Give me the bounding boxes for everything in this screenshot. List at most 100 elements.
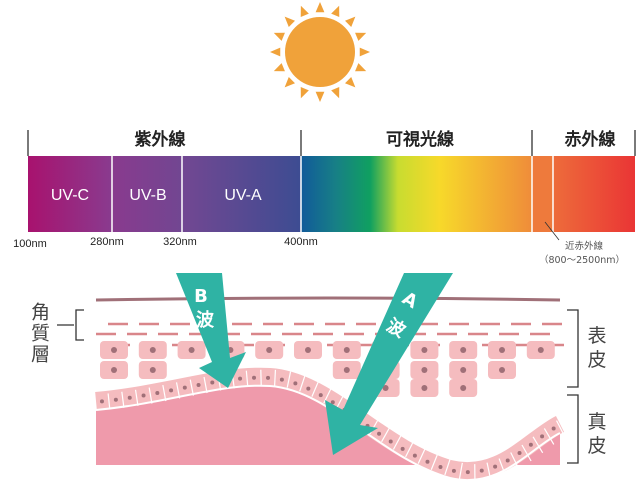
- basal-cell-nucleus: [412, 453, 417, 458]
- cell-nucleus: [421, 385, 428, 391]
- basal-cell-border: [162, 384, 167, 402]
- basal-cell-nucleus: [505, 458, 510, 463]
- skin-cross-section: [95, 296, 566, 481]
- sun-ray: [284, 16, 295, 27]
- uv-header: 紫外線: [135, 129, 186, 150]
- cell-nucleus: [460, 347, 467, 353]
- basal-cell-border: [189, 379, 194, 396]
- basal-cell-nucleus: [388, 439, 393, 444]
- sun-ray: [284, 77, 295, 88]
- basal-cell-nucleus: [182, 385, 187, 390]
- cell-nucleus: [537, 347, 544, 353]
- uva-arrow: A 波: [325, 273, 453, 455]
- basal-cell-nucleus: [127, 395, 132, 400]
- sun-ray: [273, 32, 285, 41]
- sun-ray: [273, 63, 285, 72]
- sun-ray: [315, 91, 325, 102]
- basal-cell-nucleus: [196, 382, 201, 387]
- sun-ray: [359, 47, 370, 57]
- basal-cell-nucleus: [528, 442, 533, 447]
- sun-ray: [315, 2, 325, 13]
- basal-cell-border: [521, 444, 532, 462]
- basal-cell-nucleus: [210, 380, 215, 385]
- sun-icon: [270, 2, 370, 102]
- cell-nucleus: [111, 367, 117, 373]
- near-ir-range: （800〜2500nm）: [539, 254, 625, 266]
- uva-label: UV-A: [224, 187, 262, 204]
- basal-cell-border: [510, 452, 520, 469]
- sun-ray: [331, 87, 340, 99]
- basal-cell-border: [498, 458, 506, 475]
- basal-cell-nucleus: [113, 397, 118, 402]
- basal-cell-nucleus: [330, 400, 335, 405]
- basal-cell-border: [555, 420, 566, 437]
- uvc-label: UV-C: [51, 187, 89, 204]
- basal-cell-border: [532, 436, 544, 454]
- basal-cell-border: [274, 369, 277, 386]
- dermis-label-2: 皮: [587, 435, 606, 457]
- epidermis-label-1: 表: [587, 325, 606, 347]
- basal-cell-nucleus: [400, 446, 405, 451]
- basal-cell-nucleus: [238, 376, 243, 381]
- basal-cell-nucleus: [279, 377, 284, 382]
- uvb-arrow-letter: B: [194, 286, 208, 307]
- basal-cell-nucleus: [465, 470, 470, 475]
- cell-nucleus: [499, 347, 505, 353]
- basal-cell-border: [430, 453, 439, 470]
- sun-ray: [355, 32, 367, 41]
- wavelength-280: 280nm: [90, 236, 124, 248]
- basal-cell-nucleus: [517, 451, 522, 456]
- basal-cell-border: [134, 389, 139, 406]
- basal-cell-border: [203, 376, 208, 394]
- cell-nucleus: [460, 367, 467, 373]
- sun-ray: [345, 16, 356, 27]
- sun-ray: [270, 47, 281, 57]
- basal-cell-nucleus: [252, 375, 257, 380]
- cell-nucleus: [382, 385, 389, 391]
- basal-cell-border: [286, 371, 292, 388]
- cell-nucleus: [266, 347, 273, 353]
- basal-cell-border: [405, 440, 415, 458]
- basal-cell-border: [148, 387, 153, 404]
- near-ir-label: 近赤外線: [565, 240, 604, 252]
- basal-cell-border: [175, 382, 181, 399]
- sun-ray: [331, 5, 340, 17]
- basal-cell-border: [107, 393, 111, 410]
- basal-cell-nucleus: [551, 426, 556, 431]
- uvb-arrow: B 波: [176, 273, 246, 388]
- cell-nucleus: [499, 367, 505, 373]
- basal-cell-nucleus: [451, 468, 456, 473]
- cell-nucleus: [111, 347, 117, 353]
- basal-cell-nucleus: [438, 464, 443, 469]
- basal-cell-nucleus: [169, 388, 174, 393]
- basal-cell-nucleus: [493, 464, 498, 469]
- basal-cell-border: [417, 447, 427, 464]
- basal-cell-nucleus: [141, 393, 146, 398]
- basal-cell-nucleus: [318, 393, 323, 398]
- wavelength-400: 400nm: [284, 236, 318, 248]
- dermis-label-1: 真: [587, 411, 606, 433]
- sun-ray: [300, 87, 309, 99]
- basal-cell-border: [392, 433, 403, 450]
- cell-nucleus: [421, 367, 428, 373]
- basal-cell-border: [311, 380, 320, 397]
- cell-nucleus: [188, 347, 195, 353]
- cell-nucleus: [305, 347, 311, 353]
- basal-cell-nucleus: [99, 399, 104, 404]
- epidermis-label-2: 皮: [587, 349, 606, 371]
- spectrum-bar: [27, 130, 636, 241]
- cell-nucleus: [149, 347, 156, 353]
- infrared-header: 赤外線: [565, 129, 616, 150]
- basal-cell-nucleus: [479, 468, 484, 473]
- sun-ray: [300, 5, 309, 17]
- sun-ray: [355, 63, 367, 72]
- uvb-arrow-wave: 波: [196, 309, 215, 331]
- basal-cell-nucleus: [540, 434, 545, 439]
- basal-cell-nucleus: [266, 375, 271, 380]
- cell-nucleus: [460, 385, 467, 391]
- wavelength-320: 320nm: [163, 236, 197, 248]
- wavelength-100: 100nm: [13, 238, 47, 250]
- basal-cell-nucleus: [306, 386, 311, 391]
- cell-nucleus: [421, 347, 428, 353]
